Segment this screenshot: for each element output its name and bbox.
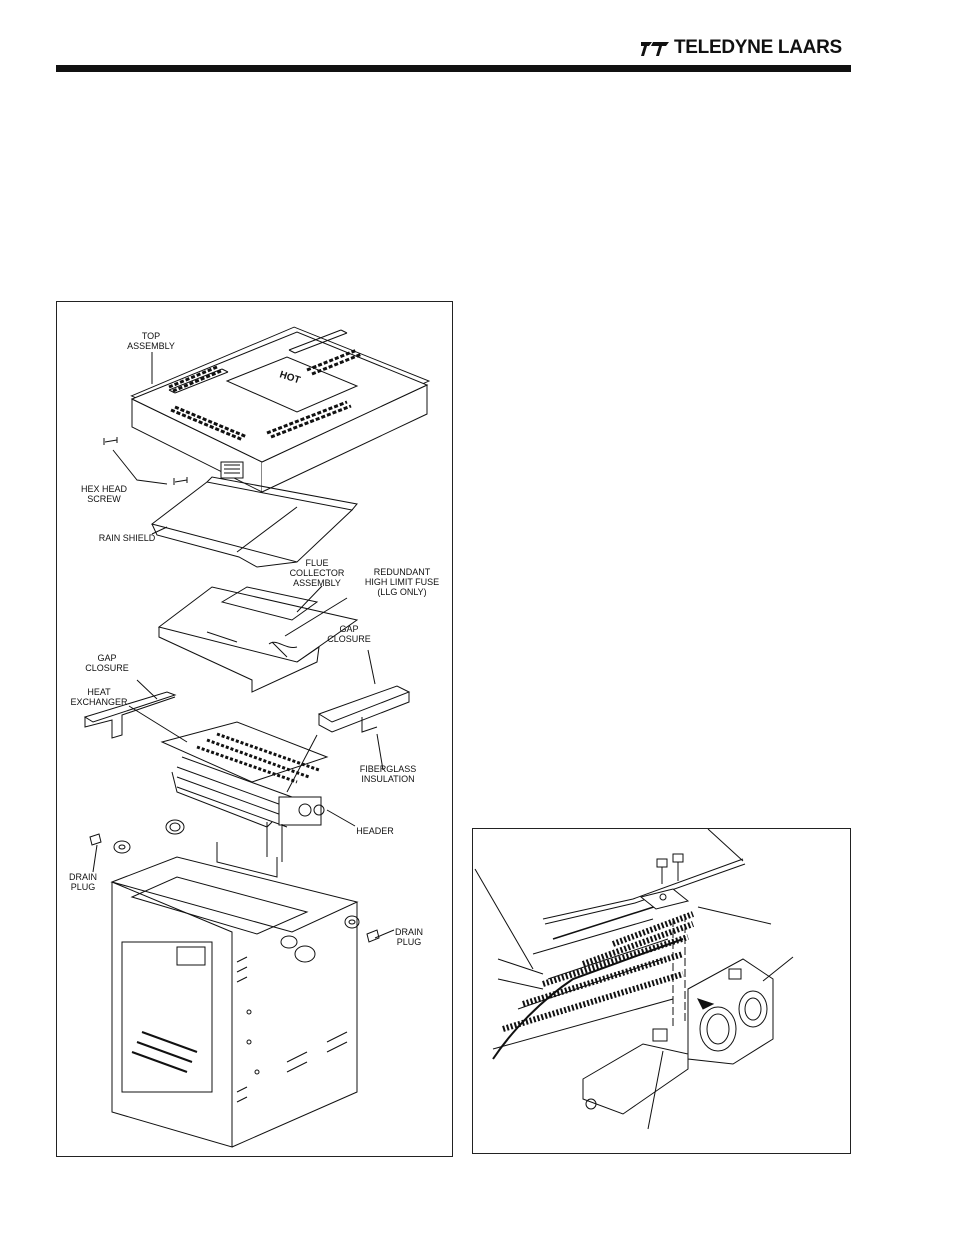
- header-rule: [56, 65, 851, 72]
- label-redundant-fuse-2: HIGH LIMIT FUSE: [365, 577, 439, 587]
- label-redundant-fuse-1: REDUNDANT: [374, 567, 431, 577]
- hex-head-screws: [103, 437, 188, 485]
- drain-plugs: [89, 833, 380, 943]
- label-gap-closure-left-1: GAP: [97, 653, 116, 663]
- label-gap-closure-right-1: GAP: [339, 624, 358, 634]
- label-gap-closure-right-2: CLOSURE: [327, 634, 371, 644]
- label-gap-closure-left-2: CLOSURE: [85, 663, 129, 673]
- label-header: HEADER: [356, 826, 394, 836]
- fuse-detail-figure: [472, 828, 851, 1154]
- label-fiberglass-1: FIBERGLASS: [360, 764, 417, 774]
- label-drain-plug-left-2: PLUG: [71, 882, 96, 892]
- rain-shield: [150, 476, 358, 568]
- label-heat-exchanger-2: EXCHANGER: [70, 697, 128, 707]
- teledyne-logo-icon: [641, 42, 669, 56]
- exploded-view-drawing: HOT TOP ASSEMBLY HEX HEAD SCREW RAIN SHI…: [69, 326, 439, 1148]
- flue-collector: [157, 586, 359, 693]
- brand-logo: TELEDYNE LAARS: [640, 36, 842, 60]
- label-redundant-fuse-3: (LLG ONLY): [377, 587, 426, 597]
- heat-exchanger-coils: [492, 903, 695, 1060]
- fuse-detail-drawing: [474, 829, 794, 1130]
- label-drain-plug-left-1: DRAIN: [69, 872, 97, 882]
- leader-lines: [92, 352, 395, 939]
- heat-exchanger: [160, 721, 329, 862]
- label-hex-head-screw-1: HEX HEAD: [81, 484, 128, 494]
- top-assembly: [130, 326, 431, 493]
- exploded-view-figure: HOT TOP ASSEMBLY HEX HEAD SCREW RAIN SHI…: [56, 301, 453, 1157]
- label-flue-collector-1: FLUE: [305, 558, 328, 568]
- detail-leader-lines: [474, 868, 794, 1130]
- label-rain-shield: RAIN SHIELD: [99, 533, 156, 543]
- label-flue-collector-2: COLLECTOR: [290, 568, 345, 578]
- label-top-assembly-1: TOP: [142, 331, 160, 341]
- heater-jacket: [110, 842, 359, 1148]
- label-drain-plug-right-2: PLUG: [397, 937, 422, 947]
- gaskets: [113, 819, 360, 963]
- support-rods: [542, 829, 746, 925]
- label-top-assembly-2: ASSEMBLY: [127, 341, 175, 351]
- label-fiberglass-2: INSULATION: [361, 774, 414, 784]
- gap-closure-right: [317, 685, 411, 733]
- brand-name: TELEDYNE LAARS: [674, 37, 842, 58]
- label-heat-exchanger-1: HEAT: [87, 687, 111, 697]
- fuse-bracket: [639, 853, 690, 1029]
- label-hex-head-screw-2: SCREW: [87, 494, 121, 504]
- label-drain-plug-right-1: DRAIN: [395, 927, 423, 937]
- fuse-housing: [582, 1028, 689, 1115]
- header-block: [687, 958, 774, 1065]
- label-flue-collector-3: ASSEMBLY: [293, 578, 341, 588]
